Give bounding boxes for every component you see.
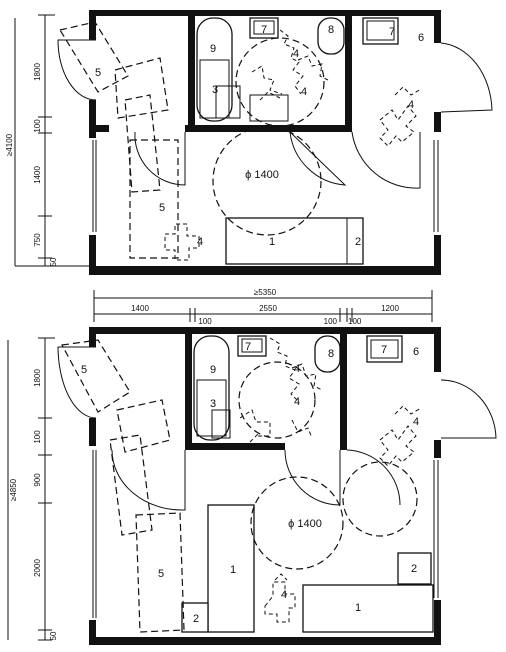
kitchen-counter-horizontal: [302, 584, 434, 633]
dim-100-vertical: 100: [33, 430, 42, 444]
dim-100-mid: 100: [198, 317, 212, 326]
dim-1400-top: 1400: [33, 166, 42, 184]
label-9: 9: [210, 43, 216, 55]
washbasin: [249, 17, 279, 39]
counter-small-left: [181, 602, 209, 633]
label-2-low-b: 2: [193, 613, 199, 625]
label-6-b: 6: [413, 346, 419, 358]
dim-100-right: 100: [324, 317, 338, 326]
label-8: 8: [328, 24, 334, 36]
label-4-hall-b: 4: [413, 416, 419, 428]
top-plan: ≥4100 1800 100 1400 750 50: [5, 10, 493, 275]
bottom-plan: ≥5350 1400 2550 100 100 1200 100 ≥4850 1…: [7, 288, 497, 645]
top-dimension-chain: ≥4100 1800 100 1400 750 50: [5, 14, 90, 267]
label-4-bath-a: 4: [293, 48, 299, 60]
label-5: 5: [95, 67, 101, 79]
label-5-mid: 5: [159, 202, 165, 214]
label-1: 1: [269, 236, 275, 248]
label-7b: 7: [389, 26, 395, 38]
toilet: [317, 17, 345, 55]
label-1-mid-b: 1: [230, 564, 236, 576]
dim-50-top: 50: [49, 257, 58, 266]
dim-total-top: ≥4100: [5, 133, 14, 156]
bottom-horizontal-dimensions: ≥5350 1400 2550 100 100 1200 100: [93, 288, 433, 326]
dim-900: 900: [33, 473, 42, 487]
label-9-b: 9: [210, 364, 216, 376]
top-turning-zones: [59, 21, 422, 261]
label-7: 7: [261, 24, 267, 36]
dim-total-width: ≥5350: [254, 288, 277, 297]
top-walls: [89, 10, 441, 275]
washbasin-bottom: [237, 335, 267, 357]
label-7-b: 7: [245, 341, 251, 353]
dim-50-bottom: 50: [49, 631, 58, 640]
label-4-hall: 4: [408, 99, 414, 111]
dim-750-top: 750: [33, 233, 42, 247]
label-2-right-b: 2: [411, 563, 417, 575]
dim-1200: 1200: [381, 304, 399, 313]
top-room-labels: 5 9 3 7 8 7 6 4 4 4 5 4 1 2 ϕ 1400: [95, 24, 424, 248]
label-7b-b: 7: [381, 344, 387, 356]
toilet-bottom: [314, 335, 341, 373]
bottom-vertical-dimensions: ≥4850 1800 100 900 2000 50: [7, 337, 58, 641]
top-doors: [57, 39, 493, 189]
label-3: 3: [212, 84, 218, 96]
counter-small-right: [397, 552, 432, 585]
label-4-bath-a-b: 4: [294, 363, 300, 375]
label-6: 6: [418, 32, 424, 44]
bathtub-bottom: [193, 335, 230, 441]
label-1-low-b: 1: [355, 602, 361, 614]
label-5-mid-b: 5: [158, 568, 164, 580]
bottom-fixtures: [181, 335, 434, 633]
bottom-turning-zones: [61, 337, 422, 633]
dim-total-height: ≥4850: [9, 478, 18, 501]
dim-2550: 2550: [259, 304, 277, 313]
label-8-b: 8: [328, 348, 334, 360]
dim-1800-top: 1800: [33, 63, 42, 81]
bottom-doors: [57, 346, 497, 511]
turning-circle-label-b: ϕ 1400: [288, 518, 322, 530]
label-2: 2: [355, 236, 361, 248]
kitchen-counter-vertical: [207, 504, 255, 633]
bottom-room-labels: 5 9 3 7 8 7 6 4 4 4 5 1 2 4 1 2 ϕ 1400: [81, 341, 419, 625]
turning-circle-label: ϕ 1400: [245, 169, 279, 181]
label-4-low-b: 4: [281, 589, 287, 601]
kitchen-counter: [225, 217, 364, 265]
label-4-bath-b-b: 4: [294, 396, 300, 408]
bathtub: [196, 17, 233, 122]
label-5-b: 5: [81, 364, 87, 376]
dim-1400-bottom: 1400: [131, 304, 149, 313]
label-3-b: 3: [210, 398, 216, 410]
dim-100-b: 100: [348, 317, 362, 326]
top-fixtures: [196, 17, 399, 265]
label-4-bath-b: 4: [301, 86, 307, 98]
dim-2000: 2000: [33, 559, 42, 577]
dim-100-top: 100: [33, 119, 42, 133]
bottom-walls: [89, 327, 441, 645]
dim-1800-bottom: 1800: [33, 369, 42, 387]
label-4-low: 4: [197, 236, 203, 248]
